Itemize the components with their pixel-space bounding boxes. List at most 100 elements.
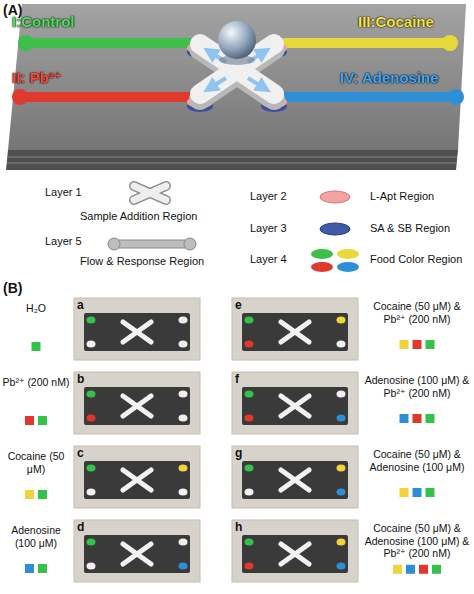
device-x [123,470,151,490]
color-dot [179,391,188,398]
device-body [242,313,348,351]
photo-panel: b [74,372,200,434]
device-photo [74,372,200,434]
layer-name: Layer 4 [250,253,287,266]
photo-ground [232,446,358,508]
color-dot [87,489,96,496]
photo-panel: a [74,298,200,360]
region-name: L-Apt Region [370,190,434,203]
color-dot [87,465,96,472]
red-pad [12,89,28,105]
photo-ground [74,520,200,582]
device-body [84,387,190,425]
color-dot [337,391,346,398]
condition-label: Adenosine (100 μM) & Pb²⁺ (200 nM) [362,374,472,399]
photo-ground [74,372,200,434]
color-dot [245,317,254,324]
layer-name: Layer 2 [250,190,287,203]
condition-label: H₂O [0,302,72,315]
device-photo [232,298,358,360]
color-dot [87,317,96,324]
region-name: Food Color Region [370,253,462,266]
color-dot [245,341,254,348]
channel-name: III:Cocaine [358,13,436,31]
photo-ground [232,372,358,434]
device-body [84,313,190,351]
color-dot [245,489,254,496]
photo-ground [232,520,358,582]
blue-pad [448,89,464,105]
photo-ground [74,446,200,508]
condition-label: Pb²⁺ (200 nM) [0,376,72,389]
color-dot [179,317,188,324]
color-swatch [38,490,47,499]
photo-panel: d [74,520,200,582]
panel-label: (A) [3,2,22,19]
device-x [123,470,151,490]
color-dot [87,341,96,348]
region-name: SA & SB Region [370,222,450,235]
plate-side [6,150,458,170]
device-photo [232,520,358,582]
sample-drop [218,21,256,59]
photo-panel: g [232,446,358,508]
channel-name: IV: Adenosine [340,69,441,87]
layer2-disc [320,191,350,203]
color-dot [245,563,254,570]
condition-label: Adenosine (100 μM) [0,524,72,549]
layer-name: Layer 5 [45,235,82,248]
color-swatch [25,564,34,573]
color-dot [337,489,346,496]
color-dot [337,563,346,570]
blue-channel [280,92,458,102]
layer1-icon [134,186,166,200]
color-dot [337,465,346,472]
color-swatch [413,340,422,349]
channel-name: II: Pb²⁺ [12,69,64,87]
color-swatch [419,565,428,574]
panel-letter: h [235,521,355,534]
device-x [123,322,151,342]
color-swatch [400,340,409,349]
green-channel [24,38,196,48]
color-swatch [426,340,435,349]
color-swatch [406,565,415,574]
color-dot [245,539,254,546]
device-photo [232,446,358,508]
color-dot [337,415,346,422]
color-swatch [32,342,41,351]
color-swatch [393,565,402,574]
device-photo [232,372,358,434]
food-color-disc [337,249,359,259]
color-dot [179,465,188,472]
device-x [281,544,309,564]
color-swatch [426,414,435,423]
color-dot [179,341,188,348]
food-color-disc [311,262,333,272]
color-dot [245,465,254,472]
plate-top [8,4,466,150]
photo-panel: f [232,372,358,434]
photo-panel: e [232,298,358,360]
layer5-pad [184,238,196,250]
color-dot [87,391,96,398]
channel-label: II: Pb²⁺ [10,68,66,88]
panel-label: (B) [3,280,22,297]
color-dot [337,341,346,348]
condition-label: Cocaine (50 μM) & Adenosine (100 μM) [362,448,472,473]
device-x [281,322,309,342]
photo-layer [74,298,358,582]
layer5-strip [112,240,192,248]
food-color-disc [337,262,359,272]
device-x [281,470,309,490]
layer-name: Layer 3 [250,222,287,235]
panel-letter: f [235,373,355,386]
panel-letter: a [77,299,197,312]
device-body [84,461,190,499]
color-swatch [432,565,441,574]
panel-letter: b [77,373,197,386]
color-swatch [413,488,422,497]
panel-letter: d [77,521,197,534]
